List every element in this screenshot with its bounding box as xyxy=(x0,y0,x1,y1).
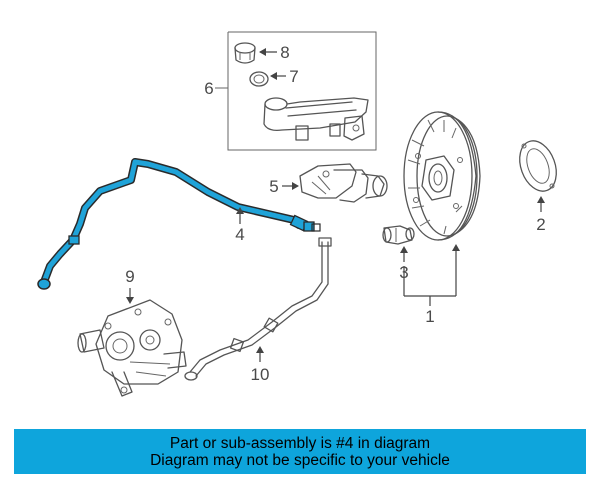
reservoir-cap xyxy=(234,42,256,64)
check-valve-3 xyxy=(382,225,415,245)
arrowhead-4 xyxy=(236,207,244,214)
brake-booster-1 xyxy=(403,111,481,241)
arrowhead-9 xyxy=(126,297,134,304)
arrowhead-8 xyxy=(259,48,266,56)
callout-10: 10 xyxy=(251,365,270,384)
callout-1: 1 xyxy=(425,307,434,326)
banner-line-disclaimer: Diagram may not be specific to your vehi… xyxy=(150,451,450,469)
arrowhead-7 xyxy=(270,72,277,80)
reservoir-group-box xyxy=(215,31,377,151)
master-cylinder-reservoir xyxy=(263,97,369,141)
vacuum-line-10 xyxy=(184,237,332,381)
diagram-notice-banner: Part or sub-assembly is #4 in diagram Di… xyxy=(14,429,586,474)
callout-5: 5 xyxy=(269,177,278,196)
leader-bracket-1 xyxy=(403,244,460,306)
callout-3: 3 xyxy=(399,263,408,282)
callout-6: 6 xyxy=(204,79,213,98)
callout-9: 9 xyxy=(125,267,134,286)
callout-2: 2 xyxy=(536,215,545,234)
callout-7: 7 xyxy=(289,67,298,86)
arrowhead-10 xyxy=(256,346,264,353)
arrowhead-5 xyxy=(292,182,299,190)
reservoir-seal xyxy=(249,71,269,87)
arrowhead-2 xyxy=(537,196,545,203)
parts-diagram: 1 2 3 4 5 6 7 8 9 10 xyxy=(37,31,557,397)
vacuum-pump-9 xyxy=(77,299,187,397)
arrowhead-3 xyxy=(400,246,408,253)
callout-8: 8 xyxy=(280,43,289,62)
brake-booster-sensor-5 xyxy=(299,163,388,203)
banner-line-part-number: Part or sub-assembly is #4 in diagram xyxy=(169,434,431,452)
callout-4: 4 xyxy=(235,225,244,244)
vacuum-hose-4-highlighted xyxy=(37,158,321,290)
booster-gasket-2 xyxy=(519,140,557,192)
